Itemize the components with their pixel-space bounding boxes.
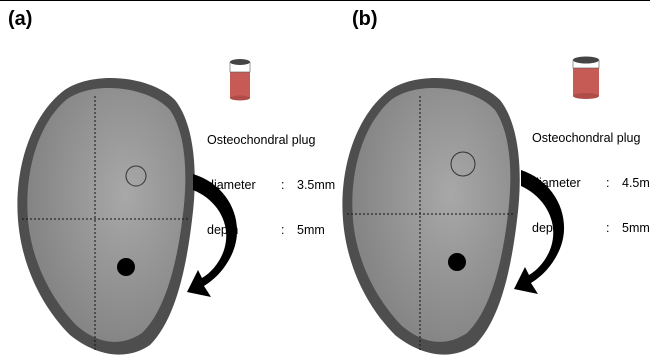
diameter-label: diameter — [532, 176, 606, 191]
panel-a: (a) Osteochondral plug diameter:3.5mm de… — [0, 0, 325, 360]
depth-value: 5mm — [297, 223, 325, 238]
plug-caption: Osteochondral plug diameter:4.5mm depth:… — [532, 101, 650, 266]
diameter-value: 4.5mm — [622, 176, 650, 191]
diameter-row: diameter:3.5mm — [207, 178, 335, 193]
diameter-row: diameter:4.5mm — [532, 176, 650, 191]
depth-label: depth — [207, 223, 281, 238]
target-marker — [448, 253, 466, 271]
depth-value: 5mm — [622, 221, 650, 236]
caption-title: Osteochondral plug — [532, 131, 650, 146]
plug-cylinder-icon — [230, 59, 250, 101]
depth-row: depth:5mm — [207, 223, 335, 238]
plug-cylinder-icon — [573, 57, 599, 100]
target-marker — [117, 258, 135, 276]
depth-row: depth:5mm — [532, 221, 650, 236]
plug-caption: Osteochondral plug diameter:3.5mm depth:… — [207, 103, 335, 268]
panel-b: (b) Osteochondral plug diameter:4.5mm de… — [325, 0, 650, 360]
caption-title: Osteochondral plug — [207, 133, 335, 148]
depth-label: depth — [532, 221, 606, 236]
diameter-label: diameter — [207, 178, 281, 193]
